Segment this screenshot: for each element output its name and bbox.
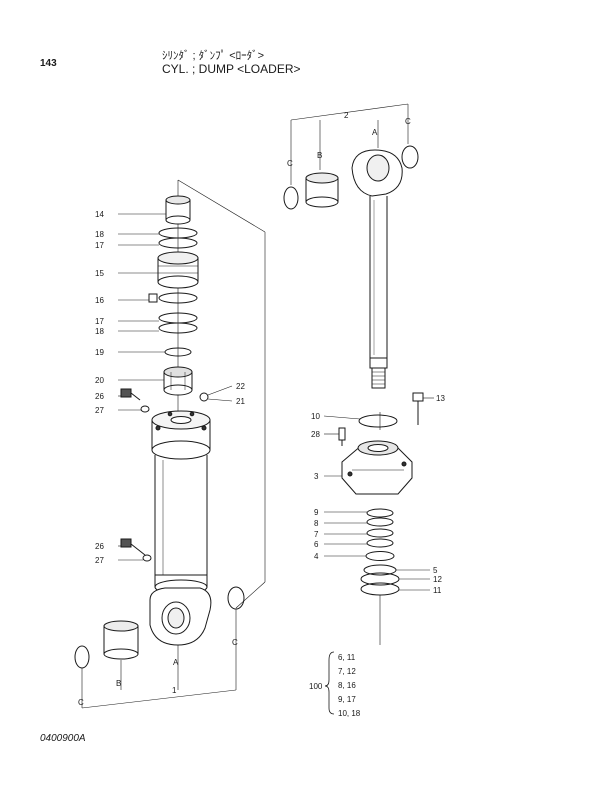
label-part-13: 13: [436, 394, 445, 403]
part-20-nut: [163, 366, 193, 396]
part-18-ring-lower: [158, 322, 198, 334]
label-kit-100: 100: [309, 682, 323, 691]
label-part-26: 26: [95, 542, 104, 551]
part-4-ring: [365, 551, 395, 561]
label-part-9: 9: [314, 508, 319, 517]
label-part-12: 12: [433, 575, 442, 584]
label-part-21: 21: [236, 397, 245, 406]
label-cyl-c-right: C: [232, 638, 238, 647]
part-8-ring: [366, 517, 394, 527]
part-17-ring-upper: [158, 237, 198, 249]
part-10-ring: [358, 414, 398, 428]
left-leader-lines: [118, 213, 233, 561]
label-part-6: 6: [314, 540, 319, 549]
kit-item: 10, 18: [338, 709, 361, 718]
label-rod-c-right: C: [405, 117, 411, 126]
part-26-bolt-upper: [120, 388, 141, 401]
label-part-16: 16: [95, 296, 104, 305]
label-part-14: 14: [95, 210, 104, 219]
part-28-fitting: [338, 427, 346, 446]
label-assembly-1: 1: [172, 686, 177, 695]
part-26-bolt-lower: [120, 538, 146, 556]
label-part-19: 19: [95, 348, 104, 357]
cylinder-tube: [154, 455, 208, 595]
part-21-set-screw: [199, 392, 209, 402]
label-part-17: 17: [95, 241, 104, 250]
drawing-code: 0400900A: [40, 733, 86, 744]
kit-item: 6, 11: [338, 653, 356, 662]
label-part-22: 22: [236, 382, 245, 391]
diagram-title-english: CYL. ; DUMP <LOADER>: [162, 62, 301, 76]
label-part-28: 28: [311, 430, 320, 439]
label-part-4: 4: [314, 552, 319, 561]
label-cyl-c-left: C: [78, 698, 84, 707]
part-11-ring: [360, 582, 400, 596]
label-part-10: 10: [311, 412, 320, 421]
page-number: 143: [40, 58, 57, 69]
assembly-1-bracket: [81, 179, 266, 709]
rod-eye: [351, 149, 403, 197]
right-leader-lines: [323, 415, 430, 591]
label-cyl-a: A: [173, 658, 179, 667]
label-part-26: 26: [95, 392, 104, 401]
cylinder-clevis-eye: [149, 587, 212, 646]
label-part-17: 17: [95, 317, 104, 326]
part-16-seal-marker: [148, 293, 158, 303]
label-cyl-b: B: [116, 679, 121, 688]
label-rod-b: B: [317, 151, 322, 160]
kit-item: 8, 16: [338, 681, 356, 690]
label-part-18: 18: [95, 230, 104, 239]
kit-item: 9, 17: [338, 695, 356, 704]
part-16-seal: [158, 292, 198, 304]
part-15-gland: [157, 251, 199, 289]
label-part-27: 27: [95, 406, 104, 415]
kit-100-brace: [324, 651, 335, 715]
label-part-20: 20: [95, 376, 104, 385]
label-part-8: 8: [314, 519, 319, 528]
rod-bushing-b: [305, 172, 339, 208]
label-assembly-2: 2: [344, 111, 349, 120]
label-part-27: 27: [95, 556, 104, 565]
label-rod-c-left: C: [287, 159, 293, 168]
part-3-rod-gland: [341, 440, 413, 495]
part-27-washer-upper: [140, 405, 150, 413]
kit-item: 7, 12: [338, 667, 356, 676]
label-rod-a: A: [372, 128, 378, 137]
part-7-ring: [366, 528, 394, 538]
label-part-11: 11: [433, 586, 442, 595]
diagram-title-japanese: ｼﾘﾝﾀﾞ ; ﾀﾞﾝﾌﾟ <ﾛｰﾀﾞ>: [162, 50, 265, 62]
label-part-18: 18: [95, 327, 104, 336]
cylinder-ring-c-right: [227, 586, 245, 610]
cylinder-head-flange: [151, 410, 211, 460]
rod-ring-c-right: [401, 145, 419, 169]
cylinder-bushing-b: [103, 620, 139, 660]
part-13-bolt: [412, 392, 424, 425]
label-part-5: 5: [433, 566, 438, 575]
part-9-ring: [366, 508, 394, 518]
part-27-washer-lower: [142, 554, 152, 562]
part-14-bushing: [165, 195, 191, 225]
piston-rod: [369, 196, 388, 389]
label-part-3: 3: [314, 472, 319, 481]
cylinder-ring-c-left: [74, 645, 90, 669]
rod-ring-c-left: [283, 186, 299, 210]
label-part-15: 15: [95, 269, 104, 278]
label-part-7: 7: [314, 530, 319, 539]
part-6-ring: [366, 538, 394, 548]
